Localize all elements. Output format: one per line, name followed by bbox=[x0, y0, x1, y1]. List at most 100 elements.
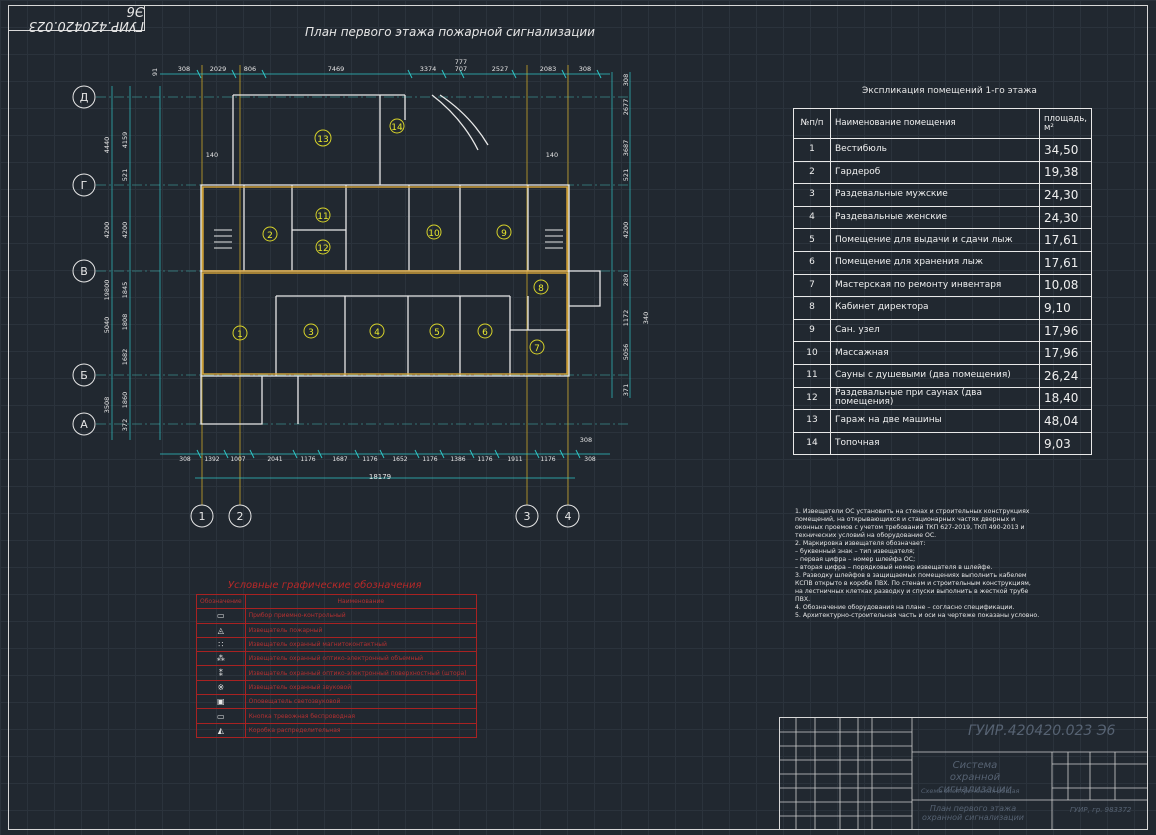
dim-right: 3687 bbox=[622, 140, 630, 157]
axis-row-label: Д bbox=[80, 91, 89, 104]
cell-name: Раздевальные мужские bbox=[830, 183, 1040, 207]
room-number: 1 bbox=[237, 330, 243, 340]
titleblock-grid bbox=[779, 717, 1148, 830]
row-axis-bubbles bbox=[72, 85, 96, 436]
cell-num: 5 bbox=[793, 228, 831, 252]
dim-bottom: 2041 bbox=[267, 456, 282, 463]
room-number: 13 bbox=[317, 135, 328, 145]
legend-symbol: ◬ bbox=[196, 622, 246, 638]
note-item: – первая цифра – номер шлейфа ОС; bbox=[795, 556, 916, 563]
axis-col-label: 3 bbox=[524, 510, 531, 523]
legend-row: ▭Кнопка тревожная беспроводная bbox=[196, 708, 478, 724]
header-num: №п/п bbox=[793, 108, 831, 139]
dim-right: 371 bbox=[622, 384, 630, 396]
dim-left: 4440 bbox=[103, 137, 111, 154]
legend-row: ◬Извещатель пожарный bbox=[196, 622, 478, 638]
axis-col-label: 2 bbox=[237, 510, 244, 523]
room-number: 3 bbox=[308, 328, 314, 338]
legend-name: Кнопка тревожная беспроводная bbox=[244, 708, 478, 724]
highlighted-walls bbox=[202, 186, 568, 375]
dim-left: 19800 bbox=[103, 280, 111, 301]
legend-name: Коробка распределительная bbox=[244, 722, 478, 738]
header-name: Наименование помещения bbox=[830, 108, 1040, 139]
dim-top: 308 bbox=[178, 65, 190, 73]
legend-symbol: ⁑ bbox=[196, 665, 246, 681]
cell-area: 17,96 bbox=[1039, 341, 1092, 365]
dim-left: 372 bbox=[121, 419, 129, 431]
cell-num: 10 bbox=[793, 341, 831, 365]
legend-symbol: ▣ bbox=[196, 694, 246, 710]
cell-area: 34,50 bbox=[1039, 138, 1092, 162]
legend-header-name: Наименование bbox=[244, 593, 478, 610]
dim-bottom: 1007 bbox=[230, 456, 245, 463]
dim-top: 777 bbox=[455, 58, 467, 66]
legend-name: Извещатель охранный оптико-электронный п… bbox=[244, 665, 478, 681]
note-item: 5. Архитектурно-строительная часть и оси… bbox=[795, 612, 1040, 619]
legend-row: ⁂Извещатель охранный оптико-электронный … bbox=[196, 651, 478, 667]
cell-name: Мастерская по ремонту инвентаря bbox=[830, 273, 1040, 298]
dim-left: 1808 bbox=[121, 314, 129, 331]
room-number: 5 bbox=[434, 328, 440, 338]
dim-right: 1172 bbox=[622, 310, 630, 327]
cell-area: 17,61 bbox=[1039, 250, 1092, 275]
dim-misc: 308 bbox=[580, 436, 592, 444]
dim-top: 2527 bbox=[492, 65, 509, 73]
dim-misc: 140 bbox=[206, 151, 218, 159]
cell-name: Гардероб bbox=[830, 160, 1040, 185]
legend-row: ▭Прибор приемно-контрольный bbox=[196, 608, 478, 624]
dim-top: 2029 bbox=[210, 65, 227, 73]
room-number: 6 bbox=[482, 328, 488, 338]
cell-area: 9,03 bbox=[1039, 431, 1092, 456]
dim-bottom: 1176 bbox=[477, 456, 492, 463]
legend-name: Прибор приемно-контрольный bbox=[244, 608, 478, 624]
legend-row: ⁑Извещатель охранный оптико-электронный … bbox=[196, 665, 478, 681]
cell-num: 12 bbox=[793, 386, 831, 411]
legend-header-symbol: Обозначение bbox=[196, 593, 246, 610]
cell-area: 17,96 bbox=[1039, 318, 1092, 343]
dim-left: 1845 bbox=[121, 282, 129, 299]
cell-num: 8 bbox=[793, 296, 831, 320]
dim-left: 3508 bbox=[103, 397, 111, 414]
cell-name: Вестибюль bbox=[830, 138, 1040, 162]
legend-symbol: ▭ bbox=[196, 608, 246, 624]
legend-row: ※Извещатель охранный звуковой bbox=[196, 679, 478, 696]
dim-overall: 18179 bbox=[369, 473, 391, 481]
legend-name: Извещатель охранный оптико-электронный о… bbox=[244, 651, 478, 667]
column-axis-bubbles bbox=[190, 504, 580, 528]
axis-lines-horizontal bbox=[96, 96, 630, 425]
note-item: – вторая цифра – порядковый номер извеща… bbox=[795, 564, 993, 571]
legend-name: Извещатель пожарный bbox=[244, 622, 478, 638]
dim-right: 280 bbox=[622, 274, 630, 286]
dim-left: 1860 bbox=[121, 392, 129, 409]
explication-title: Экспликация помещений 1-го этажа bbox=[862, 86, 1037, 96]
cell-area: 19,38 bbox=[1039, 160, 1092, 185]
plan-title: План первого этажа пожарной сигнализации bbox=[305, 25, 595, 39]
legend-symbol: ※ bbox=[196, 679, 246, 696]
dim-left: 5040 bbox=[103, 317, 111, 334]
dim-bottom: 1911 bbox=[507, 456, 522, 463]
cell-area: 24,30 bbox=[1039, 183, 1092, 207]
cell-num: 1 bbox=[793, 138, 831, 162]
table-header-row: №п/п Наименование помещения площадь, м² bbox=[793, 108, 1092, 139]
legend-name: Оповещатель светозвуковой bbox=[244, 694, 478, 710]
dim-right: 308 bbox=[622, 74, 630, 86]
cell-area: 18,40 bbox=[1039, 386, 1092, 411]
dim-bottom: 1176 bbox=[540, 456, 555, 463]
cell-name: Помещение для хранения лыж bbox=[830, 250, 1040, 275]
explication-table: №п/п Наименование помещения площадь, м² … bbox=[793, 108, 1092, 456]
legend-symbol: ⁂ bbox=[196, 651, 246, 667]
titleblock-code: ГУИР.420420.023 Э6 bbox=[968, 723, 1116, 739]
title-block bbox=[779, 717, 1148, 830]
dim-left: 1682 bbox=[121, 349, 129, 366]
cell-num: 4 bbox=[793, 205, 831, 230]
dim-top: 3374 bbox=[420, 65, 437, 73]
